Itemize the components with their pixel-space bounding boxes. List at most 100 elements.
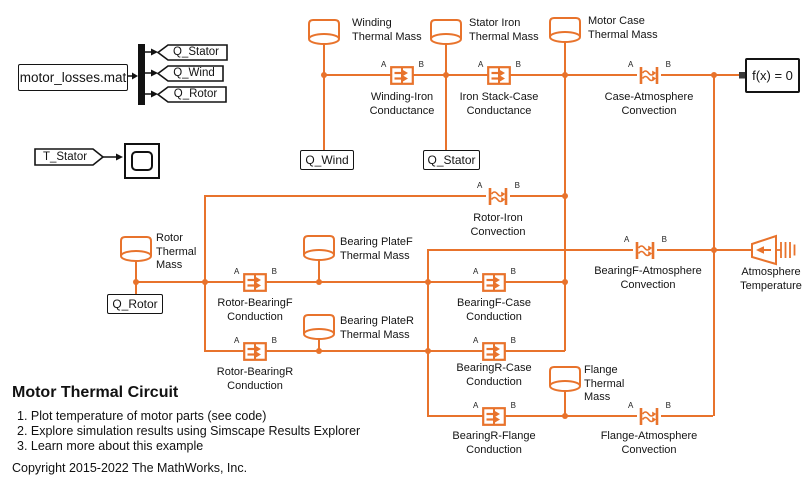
solver-configuration-block[interactable]: f(x) = 0 xyxy=(745,58,800,93)
motor-case-thermal-mass-icon xyxy=(549,17,581,43)
label-winding-thermal-mass: Winding Thermal Mass xyxy=(352,17,422,43)
port-label-b: B xyxy=(665,60,671,69)
goto-tag-q-wind-shape xyxy=(156,65,224,82)
port-label-a: A xyxy=(477,181,483,190)
source-block-label: motor_losses.mat xyxy=(19,70,127,85)
label-winding-iron-conductance: Winding-Iron Conductance xyxy=(369,91,435,117)
port-label-b: B xyxy=(510,267,516,276)
block-case-atmosphere-convection[interactable]: A B xyxy=(628,61,671,85)
port-label-b: B xyxy=(510,401,516,410)
stator-iron-thermal-mass-icon xyxy=(430,19,462,45)
heat-tag-q-rotor[interactable]: Q_Rotor xyxy=(107,294,163,314)
heat-tag-q-stator-label: Q_Stator xyxy=(427,153,476,167)
label-motor-case-thermal-mass: Motor Case Thermal Mass xyxy=(588,15,658,41)
label-bearing-plater-thermal-mass: Bearing PlateR Thermal Mass xyxy=(340,315,414,341)
port-label-b: B xyxy=(665,401,671,410)
convection-icon xyxy=(633,241,657,260)
source-block-motor-losses[interactable]: motor_losses.mat xyxy=(18,64,128,91)
block-bearingf-atmosphere-convection[interactable]: A B xyxy=(624,236,667,260)
port-label-b: B xyxy=(661,235,667,244)
port-label-a: A xyxy=(628,60,634,69)
block-flange-atmosphere-convection[interactable]: A B xyxy=(628,402,671,426)
label-rotor-thermal-mass: Rotor Thermal Mass xyxy=(156,232,197,271)
convection-icon xyxy=(637,66,661,85)
block-bearingf-case-conduction[interactable]: A B xyxy=(473,268,516,292)
goto-tag-q-stator-shape xyxy=(156,44,228,61)
scope-block[interactable] xyxy=(124,143,160,179)
label-flange-thermal-mass: Flange Thermal Mass xyxy=(584,364,625,403)
port-label-a: A xyxy=(478,60,484,69)
winding-thermal-mass-icon xyxy=(308,19,340,45)
atmosphere-temperature-icon[interactable] xyxy=(751,234,796,266)
goto-tag-q-rotor[interactable]: Q_Rotor xyxy=(173,88,218,100)
heat-tag-q-wind[interactable]: Q_Wind xyxy=(300,150,354,170)
label-rotor-iron-convection: Rotor-Iron Convection xyxy=(470,212,526,238)
label-bearingf-case-conduction: BearingF-Case Conduction xyxy=(457,297,531,323)
conduction-icon xyxy=(482,407,506,426)
solver-port-square xyxy=(739,72,746,79)
port-label-b: B xyxy=(514,181,520,190)
port-label-a: A xyxy=(473,267,479,276)
label-case-atmosphere-convection: Case-Atmosphere Convection xyxy=(604,91,694,117)
conduction-icon xyxy=(243,342,267,361)
port-label-b: B xyxy=(515,60,521,69)
thermal-mass-icons[interactable] xyxy=(120,17,581,392)
port-label-a: A xyxy=(234,336,240,345)
rotor-thermal-mass-icon xyxy=(120,236,152,262)
bearing-platef-thermal-mass-icon xyxy=(303,235,335,261)
block-iron-stack-case-conductance[interactable]: A B xyxy=(478,61,521,85)
scope-screen-icon xyxy=(131,151,153,171)
conduction-icon xyxy=(482,273,506,292)
thermal-wire-rotor-iron xyxy=(204,195,565,352)
from-tag-t-stator[interactable]: T_Stator xyxy=(42,151,88,163)
label-iron-stack-case-conductance: Iron Stack-Case Conductance xyxy=(459,91,539,117)
goto-tag-q-stator[interactable]: Q_Stator xyxy=(172,46,220,58)
conduction-icon xyxy=(487,66,511,85)
model-title: Motor Thermal Circuit xyxy=(12,384,179,401)
note-item-2[interactable]: 2. Explore simulation results using Sims… xyxy=(17,424,361,438)
heat-tag-q-wind-label: Q_Wind xyxy=(305,153,349,167)
conduction-icon xyxy=(482,342,506,361)
port-label-a: A xyxy=(381,60,387,69)
signal-arrows xyxy=(103,48,158,161)
label-rotor-bearingr-conduction: Rotor-BearingR Conduction xyxy=(216,366,294,392)
port-label-a: A xyxy=(473,401,479,410)
port-label-a: A xyxy=(473,336,479,345)
label-flange-atmosphere-convection: Flange-Atmosphere Convection xyxy=(600,430,698,456)
block-winding-iron-conductance[interactable]: A B xyxy=(381,61,424,85)
label-bearingr-flange-conduction: BearingR-Flange Conduction xyxy=(452,430,536,456)
label-rotor-bearingf-conduction: Rotor-BearingF Conduction xyxy=(217,297,293,323)
note-item-3[interactable]: 3. Learn more about this example xyxy=(17,439,204,453)
port-label-b: B xyxy=(271,267,277,276)
label-bearingf-atmosphere-convection: BearingF-Atmosphere Convection xyxy=(594,265,702,291)
conduction-icon xyxy=(390,66,414,85)
port-label-a: A xyxy=(628,401,634,410)
port-label-a: A xyxy=(234,267,240,276)
heat-tag-q-stator[interactable]: Q_Stator xyxy=(423,150,480,170)
block-bearingr-flange-conduction[interactable]: A B xyxy=(473,402,516,426)
label-bearingr-case-conduction: BearingR-Case Conduction xyxy=(456,362,532,388)
label-bearing-platef-thermal-mass: Bearing PlateF Thermal Mass xyxy=(340,236,413,262)
block-bearingr-case-conduction[interactable]: A B xyxy=(473,337,516,361)
block-rotor-bearingf-conduction[interactable]: A B xyxy=(234,268,277,292)
label-atmosphere-temperature: Atmosphere Temperature xyxy=(740,266,802,292)
conduction-icon xyxy=(243,273,267,292)
heat-tag-q-rotor-label: Q_Rotor xyxy=(112,297,158,311)
goto-tag-q-wind[interactable]: Q_Wind xyxy=(173,67,215,79)
block-rotor-iron-convection[interactable]: A B xyxy=(477,182,520,206)
block-rotor-bearingr-conduction[interactable]: A B xyxy=(234,337,277,361)
tag-shapes[interactable] xyxy=(34,44,228,166)
bearing-plater-thermal-mass-icon xyxy=(303,314,335,340)
copyright-text: Copyright 2015-2022 The MathWorks, Inc. xyxy=(12,461,248,475)
thermal-wire-bearingf-atm xyxy=(427,249,752,417)
port-label-b: B xyxy=(418,60,424,69)
port-label-b: B xyxy=(510,336,516,345)
note-item-1[interactable]: 1. Plot temperature of motor parts (see … xyxy=(17,409,267,423)
demux-bar[interactable] xyxy=(138,44,145,105)
label-stator-iron-thermal-mass: Stator Iron Thermal Mass xyxy=(469,17,539,43)
goto-tag-q-rotor-shape xyxy=(156,86,227,103)
convection-icon xyxy=(486,187,510,206)
port-label-a: A xyxy=(624,235,630,244)
